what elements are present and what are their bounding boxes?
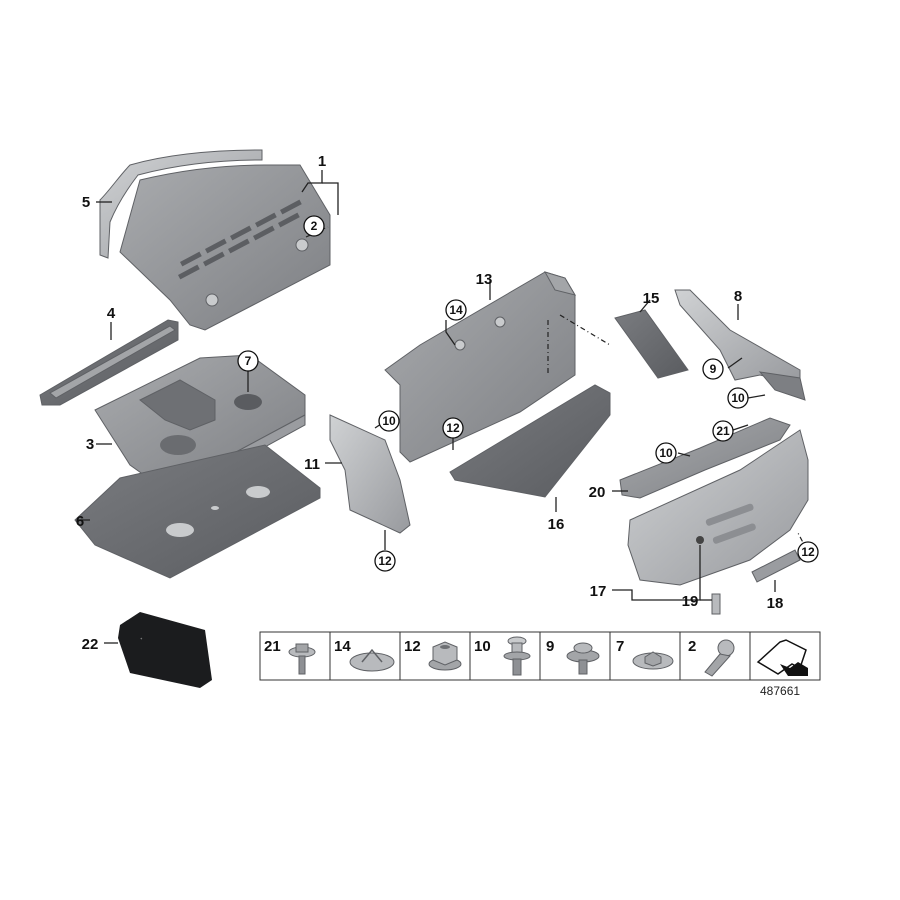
- svg-text:2: 2: [688, 638, 696, 655]
- callout-9[interactable]: 9: [702, 358, 724, 380]
- diagram-id: 487661: [760, 684, 800, 698]
- part-19-clip[interactable]: [711, 593, 721, 615]
- part-17-rear-side-trim[interactable]: [627, 429, 809, 586]
- svg-text:9: 9: [710, 362, 717, 376]
- part-3-cavity: [234, 394, 262, 410]
- part-16-floor-mat[interactable]: [449, 384, 611, 498]
- callout-19[interactable]: 19: [682, 593, 699, 610]
- part-15-insulation-pad[interactable]: [614, 309, 689, 379]
- part-8-side-panel-trim[interactable]: [674, 289, 806, 401]
- legend-cell-2[interactable]: 2: [688, 638, 735, 677]
- svg-text:9: 9: [546, 638, 554, 655]
- kit-label-decoration: +: [140, 636, 143, 641]
- legend-cell-9[interactable]: 9: [546, 638, 600, 675]
- svg-text:2: 2: [311, 219, 318, 233]
- part-6-floor-panel[interactable]: [74, 444, 321, 579]
- svg-text:12: 12: [446, 421, 460, 435]
- callout-1[interactable]: 1: [318, 153, 326, 170]
- svg-text:10: 10: [382, 414, 396, 428]
- callout-4[interactable]: 4: [107, 305, 116, 322]
- svg-text:12: 12: [378, 554, 392, 568]
- svg-text:7: 7: [616, 638, 624, 655]
- callout-10-middle[interactable]: 10: [655, 442, 677, 464]
- callout-16[interactable]: 16: [548, 516, 565, 533]
- legend-cell-10[interactable]: 10: [474, 636, 531, 676]
- svg-text:12: 12: [404, 638, 421, 655]
- callout-20[interactable]: 20: [589, 484, 606, 501]
- svg-text:14: 14: [449, 303, 463, 317]
- callout-5[interactable]: 5: [82, 194, 90, 211]
- part-13-rear-wall-trim[interactable]: [384, 271, 577, 463]
- part-4-loading-sill-trim[interactable]: [39, 319, 179, 406]
- part-17-slot: [712, 523, 756, 544]
- svg-text:12: 12: [801, 545, 815, 559]
- legend-cell-7[interactable]: 7: [616, 638, 674, 670]
- callout-12-left[interactable]: 12: [374, 550, 396, 572]
- callouts: 1 2 3 4 5 6 7 8 9 10 10 10 11: [76, 153, 819, 653]
- fastener-legend: 21 14 12 10: [259, 631, 821, 681]
- part-11-side-trim-bracket[interactable]: [329, 414, 411, 534]
- part-3-cavity: [160, 435, 196, 455]
- svg-text:10: 10: [474, 638, 491, 655]
- callout-7[interactable]: 7: [237, 350, 259, 372]
- hex-nut-icon: [428, 641, 462, 671]
- part-1-vent-slats: [178, 199, 302, 280]
- svg-text:10: 10: [659, 446, 673, 460]
- expanding-rivet-icon: [349, 648, 395, 672]
- svg-text:21: 21: [264, 638, 281, 655]
- part-6-hole: [211, 506, 219, 510]
- part-18-label-plate[interactable]: [751, 549, 801, 583]
- callout-12-middle[interactable]: 12: [442, 417, 464, 439]
- part-13-clip-boss: [494, 316, 506, 328]
- push-clip-icon: [503, 636, 531, 676]
- bolt-with-washer-icon: [288, 643, 316, 675]
- callout-15[interactable]: 15: [643, 290, 660, 307]
- legend-cell-direction[interactable]: [756, 639, 808, 676]
- clip-nut-icon: [566, 642, 600, 675]
- part-6-hole: [246, 486, 270, 498]
- quarter-turn-fastener-icon: [704, 639, 735, 677]
- part-17-hole: [696, 536, 704, 544]
- part-17-slot: [705, 503, 754, 526]
- part-5-trim-strip[interactable]: [99, 149, 263, 259]
- callout-3[interactable]: 3: [86, 436, 94, 453]
- callout-13[interactable]: 13: [476, 271, 493, 288]
- callout-2[interactable]: 2: [303, 215, 325, 237]
- legend-cell-21[interactable]: 21: [264, 638, 316, 675]
- callout-8[interactable]: 8: [734, 288, 742, 305]
- callout-21[interactable]: 21: [712, 420, 734, 442]
- svg-text:14: 14: [334, 638, 351, 655]
- part-1-fastener-hole: [295, 238, 309, 252]
- callout-14[interactable]: 14: [445, 299, 467, 321]
- callout-18[interactable]: 18: [767, 595, 784, 612]
- callout-11[interactable]: 11: [304, 456, 320, 473]
- part-6-hole: [166, 523, 194, 537]
- callout-10-upper[interactable]: 10: [727, 387, 749, 409]
- callout-17[interactable]: 17: [590, 583, 607, 600]
- vehicle-direction-arrow-icon: [756, 639, 808, 676]
- part-13-clip-boss: [454, 339, 466, 351]
- callout-12-right[interactable]: 12: [797, 541, 819, 563]
- legend-cell-14[interactable]: 14: [334, 638, 395, 672]
- speed-nut-icon: [632, 651, 674, 670]
- svg-text:7: 7: [245, 354, 252, 368]
- part-1-luggage-compartment-cover[interactable]: [119, 164, 331, 331]
- part-1-fastener-hole: [205, 293, 219, 307]
- callout-22[interactable]: 22: [82, 636, 99, 653]
- svg-text:10: 10: [731, 391, 745, 405]
- part-22-first-aid-kit[interactable]: +: [118, 612, 212, 688]
- callout-6[interactable]: 6: [76, 513, 84, 530]
- callout-10-left[interactable]: 10: [378, 410, 400, 432]
- legend-cell-12[interactable]: 12: [404, 638, 462, 671]
- svg-text:21: 21: [716, 424, 730, 438]
